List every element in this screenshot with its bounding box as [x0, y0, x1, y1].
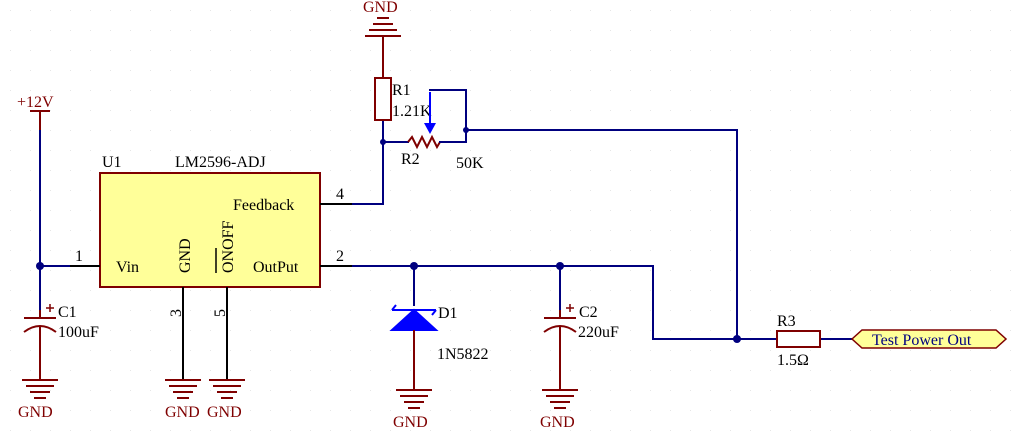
gnd-c1[interactable]: GND [18, 340, 58, 421]
d1-designator: D1 [438, 305, 458, 322]
gnd-c1-label: GND [18, 404, 53, 421]
junction-r1 [380, 139, 386, 145]
r2-designator: R2 [401, 151, 420, 168]
u1-designator: U1 [102, 154, 122, 171]
r2-out-lead [439, 129, 467, 143]
gnd-u1-5-symbol [209, 379, 245, 399]
u1-pin-number-4: 4 [336, 186, 344, 203]
gnd-u1-5[interactable]: GND [207, 379, 245, 421]
u1-pin-number-3: 3 [168, 309, 185, 317]
vcc-bar [30, 110, 50, 130]
u1-pin-output-label: OutPut [253, 259, 299, 276]
gnd-c2[interactable]: GND [540, 340, 578, 431]
u1-pin-feedback-label: Feedback [233, 197, 294, 214]
wire-r1-r2 [382, 119, 409, 143]
gnd-top-symbol [365, 17, 401, 58]
gnd-u1-3[interactable]: GND [165, 379, 201, 421]
junction-r3 [733, 335, 741, 343]
u1-pin-number-2: 2 [336, 248, 344, 265]
gnd-d1-symbol [396, 372, 432, 409]
r2-wiper-head [424, 123, 436, 134]
c1-plus [46, 304, 54, 312]
grid [10, 10, 1011, 431]
potentiometer-r2[interactable]: R2 50K [401, 92, 484, 172]
c2-value: 220uF [578, 324, 619, 341]
c2-designator: C2 [579, 304, 598, 321]
gnd-u1-3-label: GND [165, 404, 200, 421]
r3-value: 1.5Ω [777, 352, 809, 369]
r3-designator: R3 [777, 313, 796, 330]
c1-designator: C1 [58, 304, 77, 321]
u1-pin-vin-label: Vin [116, 259, 139, 276]
u1-pin-number-1: 1 [75, 248, 83, 265]
u1-part-number: LM2596-ADJ [175, 154, 266, 171]
net-port-label: Test Power Out [872, 332, 972, 349]
gnd-top-label: GND [363, 0, 398, 16]
wire-r2-wiper [465, 129, 738, 340]
net-port-shape [850, 329, 1008, 349]
junction-vin [36, 262, 44, 270]
vcc-label: +12V [17, 94, 54, 111]
d1-value: 1N5822 [437, 346, 489, 363]
c2-plate-bottom [543, 325, 577, 333]
vcc-port[interactable]: +12V [17, 94, 54, 130]
u1-pin-number-5: 5 [212, 309, 229, 317]
capacitor-c1[interactable]: C1 100uF [23, 304, 99, 341]
c1-value: 100uF [58, 324, 99, 341]
u1-pin-gnd-label: GND [177, 238, 194, 273]
junction-c2 [556, 262, 564, 270]
gnd-c2-label: GND [540, 414, 575, 431]
capacitor-c2[interactable]: C2 220uF [543, 304, 619, 341]
r1-designator: R1 [392, 82, 411, 99]
u1-body [99, 172, 321, 288]
r2-value: 50K [456, 155, 484, 172]
net-port-test-power-out[interactable]: Test Power Out [850, 329, 1008, 349]
wire-output [319, 265, 738, 340]
c2-plus [566, 304, 574, 312]
resistor-r3[interactable]: R3 1.5Ω [776, 313, 821, 369]
u1-ic[interactable]: U1 LM2596-ADJ Vin OutPut Feedback GND ON… [70, 154, 352, 380]
wire-feedback [319, 141, 384, 205]
u1-pin-onoff-label: ONOFF [220, 220, 237, 273]
gnd-top[interactable]: GND [363, 0, 401, 58]
r1-body [374, 77, 392, 121]
gnd-d1-label: GND [393, 414, 428, 431]
c1-plate-bottom [23, 325, 57, 333]
gnd-c1-symbol [22, 340, 58, 399]
r1-value: 1.21K [392, 103, 432, 120]
resistor-r1[interactable]: R1 1.21K [374, 58, 432, 121]
r3-body [776, 330, 821, 348]
junctions [36, 127, 741, 343]
r2-zigzag [407, 134, 441, 150]
gnd-u1-3-symbol [165, 379, 201, 399]
d1-triangle [389, 308, 439, 331]
diode-d1[interactable]: D1 1N5822 [389, 304, 489, 372]
gnd-c2-symbol [542, 340, 578, 409]
gnd-d1[interactable]: GND [393, 372, 432, 431]
gnd-u1-5-label: GND [207, 404, 242, 421]
wire-r2-loop [429, 89, 467, 131]
junction-d1 [410, 262, 418, 270]
